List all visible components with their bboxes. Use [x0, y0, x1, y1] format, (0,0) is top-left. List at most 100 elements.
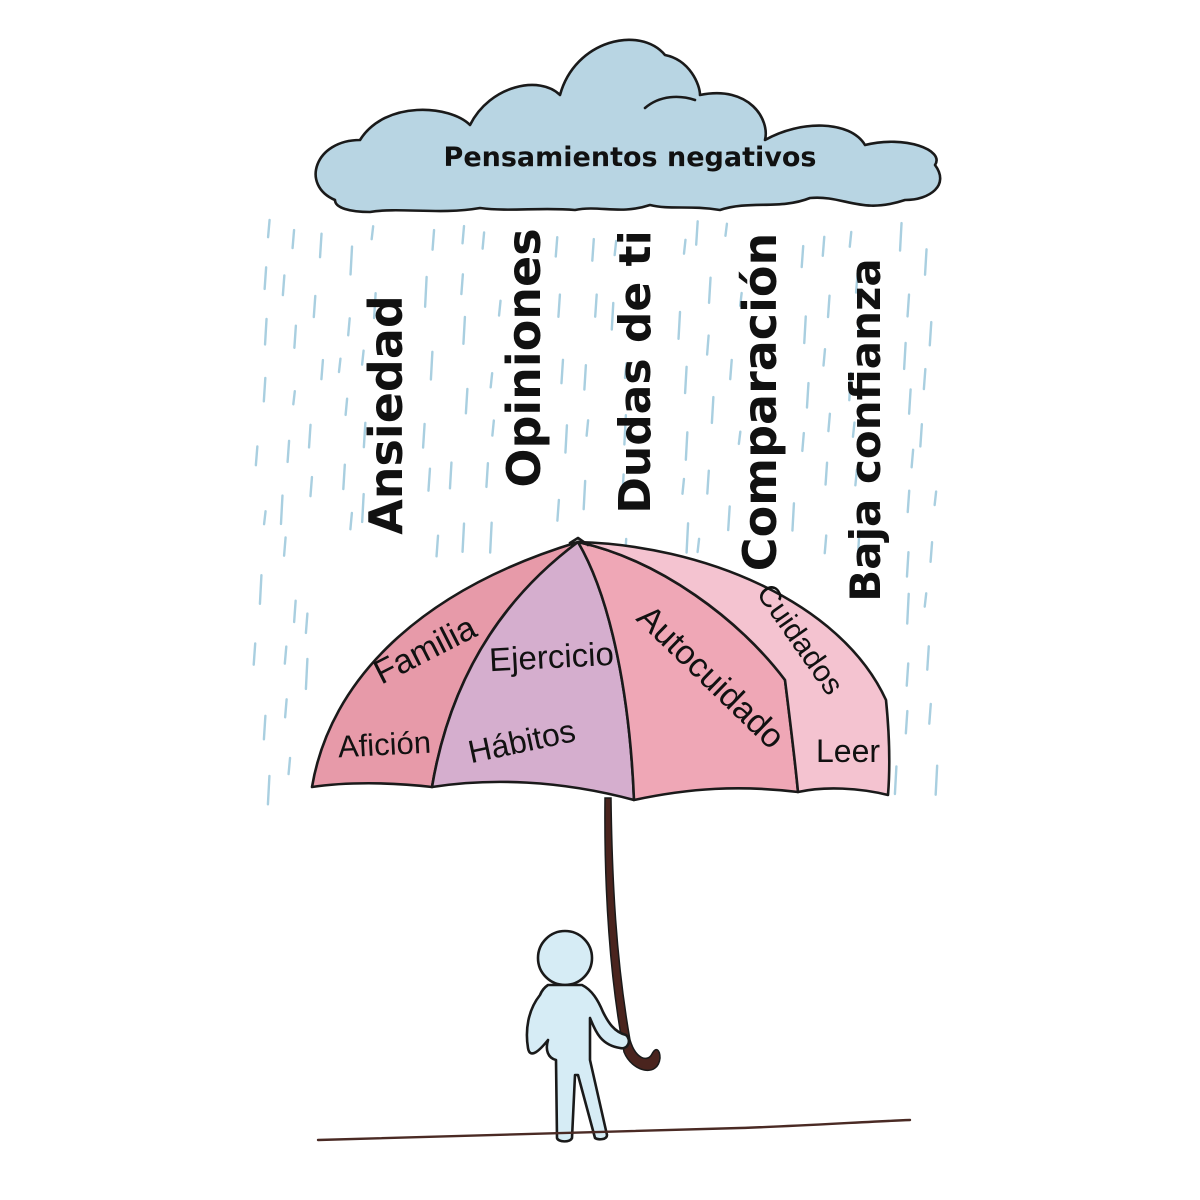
- rain-drop: [907, 388, 912, 415]
- rain-drop: [906, 592, 910, 625]
- rain-drop: [304, 612, 309, 635]
- rain-drop: [906, 293, 911, 318]
- rain-drop: [360, 349, 365, 366]
- rain-drop: [372, 291, 377, 320]
- rain-drop: [694, 220, 699, 246]
- rain-drop: [683, 365, 688, 395]
- rain-drop: [497, 299, 502, 317]
- rain-drop: [856, 529, 861, 558]
- rain-drop: [464, 387, 469, 415]
- person: [525, 929, 631, 1143]
- rain-drop: [933, 490, 938, 507]
- person-head: [536, 929, 594, 987]
- rain-drop: [620, 473, 625, 502]
- rain-drop: [854, 272, 859, 294]
- label-leer: Leer: [816, 733, 880, 769]
- rain-drop: [904, 709, 909, 735]
- rain-drop: [309, 475, 314, 498]
- rain-drop: [905, 662, 910, 687]
- rain-drop: [462, 315, 467, 345]
- rain-drop: [342, 463, 347, 491]
- rain-drop: [824, 461, 829, 486]
- rain-drop: [906, 489, 911, 514]
- rain-drop: [287, 756, 292, 776]
- rain-drop: [262, 714, 267, 741]
- rain-drop: [934, 764, 939, 796]
- rain-drop: [623, 414, 628, 446]
- rain-drop: [312, 294, 317, 319]
- rain-drop: [349, 511, 354, 531]
- worries: Ansiedad Opiniones Dudas de ti Comparaci…: [359, 228, 890, 601]
- rain-drop: [857, 315, 862, 338]
- rain-drop: [905, 551, 910, 578]
- worry-baja-confianza: Baja confianza: [841, 258, 890, 602]
- rain-drop: [283, 645, 288, 665]
- rain-drop: [848, 371, 852, 402]
- rain-drop: [854, 468, 859, 487]
- rain-drop: [729, 358, 733, 381]
- rain-drop: [848, 230, 853, 248]
- rain-drop: [282, 536, 287, 557]
- rain-drop: [262, 376, 267, 403]
- rain-drop: [347, 317, 351, 337]
- rain-drop: [685, 522, 690, 554]
- rain-drop: [726, 505, 731, 532]
- rain-drop: [707, 276, 712, 305]
- rain-drop: [923, 248, 928, 276]
- rain-drop: [460, 273, 465, 296]
- rain-drop: [710, 395, 715, 425]
- rain-drop: [360, 492, 365, 524]
- rain-drop: [362, 421, 367, 449]
- rain-drop: [851, 421, 856, 438]
- rain-drop: [893, 765, 898, 796]
- rain-drop: [370, 225, 375, 241]
- umbrella-handle: [604, 797, 661, 1072]
- cloud-title: Pensamientos negativos: [444, 142, 817, 173]
- canopy-panel-edge: [576, 540, 891, 797]
- rain-drop: [928, 702, 932, 725]
- rain-drop: [344, 397, 349, 417]
- person-body: [525, 983, 631, 1143]
- rain-drop: [263, 266, 268, 291]
- rain-drop: [926, 645, 930, 671]
- rain-drop: [485, 462, 490, 489]
- rain-drop: [684, 431, 689, 461]
- rain-drop: [258, 573, 263, 605]
- rain-drop: [279, 494, 284, 526]
- rain-drop: [677, 310, 682, 340]
- rain-drop: [318, 232, 323, 259]
- rain-drop: [564, 424, 569, 454]
- worry-comparacion: Comparación: [733, 233, 787, 571]
- rain-drop: [307, 423, 312, 449]
- rain-drop: [681, 477, 686, 495]
- rain-drop: [349, 245, 354, 276]
- rain-drop: [435, 534, 440, 558]
- rain-drop: [448, 461, 453, 490]
- rain-drops: [252, 218, 939, 806]
- rain-drop: [696, 537, 701, 554]
- rain-drop: [283, 698, 288, 719]
- rain-drop: [266, 218, 271, 239]
- rain-drop: [583, 363, 588, 391]
- cloud-inner-line: [643, 95, 697, 110]
- rain-drop: [293, 324, 298, 349]
- rain-drop: [910, 448, 915, 469]
- cloud: Pensamientos negativos: [314, 38, 942, 214]
- rain-drop: [923, 592, 928, 608]
- rain-drop: [286, 439, 291, 464]
- rain-drop: [429, 350, 434, 381]
- rain-drop: [821, 235, 826, 258]
- rain-drop: [421, 422, 426, 449]
- label-ejercicio: Ejercicio: [488, 635, 614, 678]
- worry-ansiedad: Ansiedad: [359, 295, 413, 535]
- rain-drop: [461, 224, 466, 245]
- rain-drop: [682, 238, 687, 255]
- canopy-tip: [568, 536, 590, 547]
- rain-drop: [281, 274, 286, 297]
- rain-drop: [254, 445, 259, 467]
- rain-drop: [292, 390, 297, 406]
- rain-drop: [554, 235, 559, 258]
- rain-drop: [557, 293, 562, 318]
- rain-drop: [898, 221, 903, 252]
